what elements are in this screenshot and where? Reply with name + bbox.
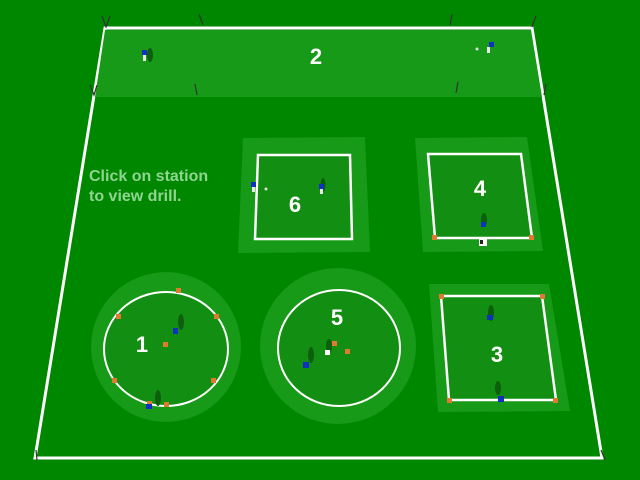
instruction-line-1: Click on station bbox=[89, 168, 209, 185]
station-3-label[interactable]: 3 bbox=[490, 342, 504, 367]
player-icon bbox=[479, 213, 487, 246]
station-6-label[interactable]: 6 bbox=[288, 192, 302, 217]
station-1-label[interactable]: 1 bbox=[135, 332, 149, 357]
player-icon bbox=[142, 48, 153, 62]
station-5-label[interactable]: 5 bbox=[330, 305, 344, 330]
player-icon bbox=[319, 178, 326, 194]
station-6[interactable] bbox=[238, 137, 370, 253]
player-icon bbox=[303, 339, 332, 368]
corner-flags bbox=[35, 13, 606, 461]
player-icon bbox=[251, 182, 268, 192]
station-4-label[interactable]: 4 bbox=[473, 176, 487, 201]
player-icon bbox=[146, 390, 161, 409]
station-3[interactable] bbox=[429, 284, 570, 412]
players bbox=[142, 42, 504, 409]
station-4[interactable] bbox=[415, 137, 543, 252]
player-icon bbox=[173, 314, 184, 334]
player-icon bbox=[487, 305, 504, 402]
instruction-text: Click on station to view drill. bbox=[89, 167, 208, 207]
station-1[interactable] bbox=[91, 272, 241, 422]
instruction-line-2: to view drill. bbox=[89, 188, 182, 205]
station-5[interactable] bbox=[260, 268, 416, 424]
player-icon bbox=[475, 42, 494, 53]
station-2[interactable] bbox=[95, 30, 542, 97]
station-2-label[interactable]: 2 bbox=[309, 44, 323, 69]
